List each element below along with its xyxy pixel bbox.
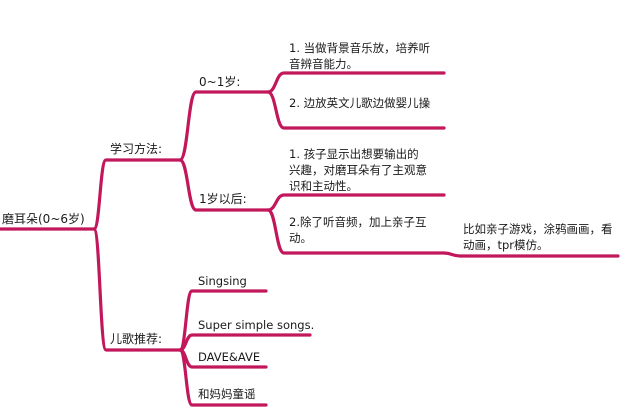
connector-age1plus-tip2 [266,208,446,255]
song-recommendations-label: 儿歌推荐: [110,332,163,346]
connector-song-4 [178,348,268,407]
age-0-1-tip-2: 2. 边放英文儿歌边做婴儿操 [289,96,431,110]
connector-study [92,158,182,231]
age-0-1-tip-1: 1. 当做背景音乐放，培养听音辨音能力。 [289,41,431,71]
song-item-2: Super simple songs. [198,318,315,332]
connector-example [442,251,620,258]
connector-age1plus [178,158,270,212]
connector-songs [92,227,182,352]
study-methods-label: 学习方法: [110,142,163,156]
root-topic: 磨耳朵(0~6岁) [2,212,85,226]
age-1-plus-label: 1岁以后: [199,192,247,206]
connector-age1plus-tip1 [266,193,446,212]
age-1-plus-tip-2: 2.除了听音频，加上亲子互动。 [289,215,427,245]
song-item-3: DAVE&AVE [198,350,261,364]
connector-age01 [178,90,270,162]
age-0-1-label: 0~1岁: [199,75,241,89]
connector-age01-tip1 [266,71,446,94]
age-1-plus-tip-1: 1. 孩子显示出想要输出的兴趣，对磨耳朵有了主观意识和主动性。 [289,147,427,193]
age-1-plus-tip-2-example: 比如亲子游戏，涂鸦画画，看动画，tpr模仿。 [463,222,613,252]
connector-age01-tip2 [266,90,446,130]
connector-song-2 [178,333,312,352]
song-item-1: Singsing [198,274,247,288]
song-item-4: 和妈妈童谣 [198,387,256,401]
